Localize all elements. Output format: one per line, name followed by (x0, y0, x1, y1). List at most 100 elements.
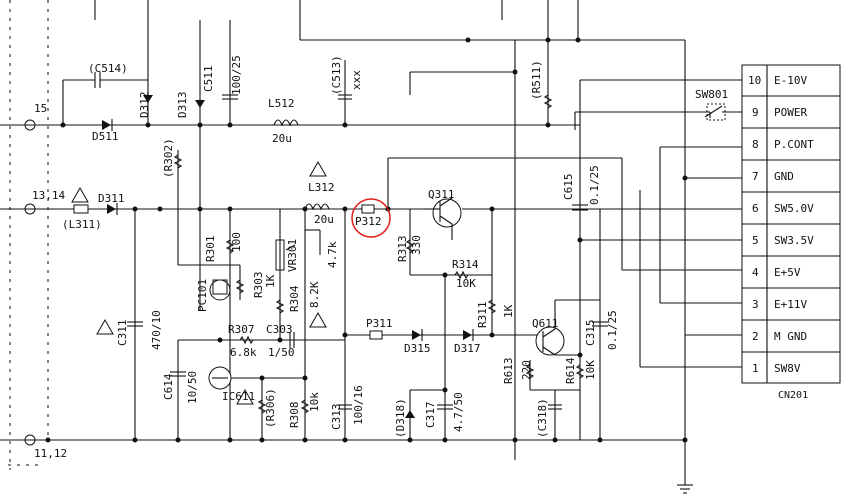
label-d318: (D318) (394, 398, 407, 438)
label-r314: R314 (452, 258, 479, 271)
label-q311: Q311 (428, 188, 455, 201)
node-label-1112: 11,12 (34, 447, 67, 460)
label-r614: R614 (564, 357, 577, 384)
pin-label-10: E-10V (774, 74, 807, 87)
pin-num-1: 1 (752, 362, 759, 375)
label-r301-val: 100 (230, 232, 243, 252)
label-d511: D511 (92, 130, 119, 143)
label-d317: D317 (454, 342, 481, 355)
label-r511: (R511) (530, 60, 543, 100)
label-r613-val: 220 (520, 360, 533, 380)
label-c614-val: 10/50 (186, 371, 199, 404)
label-r306: (R306) (264, 388, 277, 428)
label-c511: C511 (202, 66, 215, 93)
label-c514: (C514) (88, 62, 128, 75)
pin-num-8: 8 (752, 138, 759, 151)
label-vr301: VR301 (286, 239, 299, 272)
pin-label-3: E+11V (774, 298, 807, 311)
pin-label-7: GND (774, 170, 794, 183)
connector-pins: 10 E-10V 9 POWER 8 P.CONT 7 GND 6 SW5.0V… (748, 74, 814, 375)
label-vr301-val: 4.7k (326, 241, 339, 268)
warning-icon (236, 388, 254, 405)
label-r308: R308 (288, 402, 301, 429)
pin-num-10: 10 (748, 74, 761, 87)
label-c303: C303 (266, 323, 293, 336)
label-c513: (C513) (330, 55, 343, 95)
label-d313: D313 (176, 92, 189, 119)
pin-label-8: P.CONT (774, 138, 814, 151)
label-c318: (C318) (536, 398, 549, 438)
label-r303: R303 (252, 272, 265, 299)
q311-transistor (432, 198, 462, 228)
label-r304: R304 (288, 285, 301, 312)
label-c615: C615 (562, 174, 575, 201)
label-r614-val: 10K (584, 360, 597, 380)
pin-label-2: M GND (774, 330, 807, 343)
label-c317-val: 4.7/50 (452, 392, 465, 432)
pin-label-5: SW3.5V (774, 234, 814, 247)
pc101-optocoupler (209, 279, 231, 301)
label-l312: L312 (308, 181, 335, 194)
label-d312: D312 (138, 92, 151, 119)
label-c513-val: xxx (350, 70, 363, 90)
pin-num-5: 5 (752, 234, 759, 247)
label-l311: (L311) (62, 218, 102, 231)
label-sw801: SW801 (695, 88, 728, 101)
pin-num-9: 9 (752, 106, 759, 119)
label-p311: P311 (366, 317, 393, 330)
label-pc101: PC101 (196, 279, 209, 312)
label-r304-val: 8.2K (308, 281, 321, 308)
label-d315: D315 (404, 342, 431, 355)
pin-label-6: SW5.0V (774, 202, 814, 215)
label-c311-val: 470/10 (150, 310, 163, 350)
pin-label-4: E+5V (774, 266, 801, 279)
label-r301: R301 (204, 236, 217, 263)
pin-num-2: 2 (752, 330, 759, 343)
label-l512: L512 (268, 97, 295, 110)
pin-label-9: POWER (774, 106, 807, 119)
label-c615-val: 0.1/25 (588, 165, 601, 205)
label-r313: R313 (396, 236, 409, 263)
label-l512-val: 20u (272, 132, 292, 145)
label-c614: C614 (162, 373, 175, 400)
label-d311: D311 (98, 192, 125, 205)
connector-pin-rows (742, 95, 840, 353)
q611-transistor (535, 326, 565, 356)
label-c317: C317 (424, 402, 437, 429)
label-c315: C315 (584, 320, 597, 347)
warning-icon (309, 311, 327, 328)
warning-icon (96, 318, 114, 335)
label-r303-val: 1K (264, 274, 277, 288)
label-c313: C313 (330, 404, 343, 431)
pin-label-1: SW8V (774, 362, 801, 375)
label-r302: (R302) (162, 138, 175, 178)
label-c315-val: 0.1/25 (606, 310, 619, 350)
label-r307-val: 6.8k (230, 346, 257, 359)
label-c311: C311 (116, 320, 129, 347)
connector-name: CN201 (778, 390, 808, 401)
pin-num-7: 7 (752, 170, 759, 183)
node-label-15: 15 (34, 102, 47, 115)
label-l312-val: 20u (314, 213, 334, 226)
label-r314-val: 10K (456, 277, 476, 290)
label-c303-val: 1/50 (268, 346, 295, 359)
label-q611: Q611 (532, 317, 559, 330)
label-r613: R613 (502, 358, 515, 385)
node-label-1314: 13,14 (32, 189, 65, 202)
label-r311-val: 1K (502, 304, 515, 318)
label-c511-val: 100/25 (230, 55, 243, 95)
label-r308-val: 10k (308, 392, 321, 412)
label-ic611: IC611 (222, 390, 255, 403)
label-r313-val: 330 (410, 235, 423, 255)
p312-highlight-circle (351, 198, 391, 238)
label-c313-val: 100/16 (352, 385, 365, 425)
pin-num-4: 4 (752, 266, 759, 279)
label-r307: R307 (228, 323, 255, 336)
warning-icon (71, 186, 89, 203)
label-p312: P312 (355, 215, 382, 228)
pin-num-6: 6 (752, 202, 759, 215)
pin-num-3: 3 (752, 298, 759, 311)
label-r311: R311 (476, 302, 489, 329)
warning-icon (309, 160, 327, 177)
